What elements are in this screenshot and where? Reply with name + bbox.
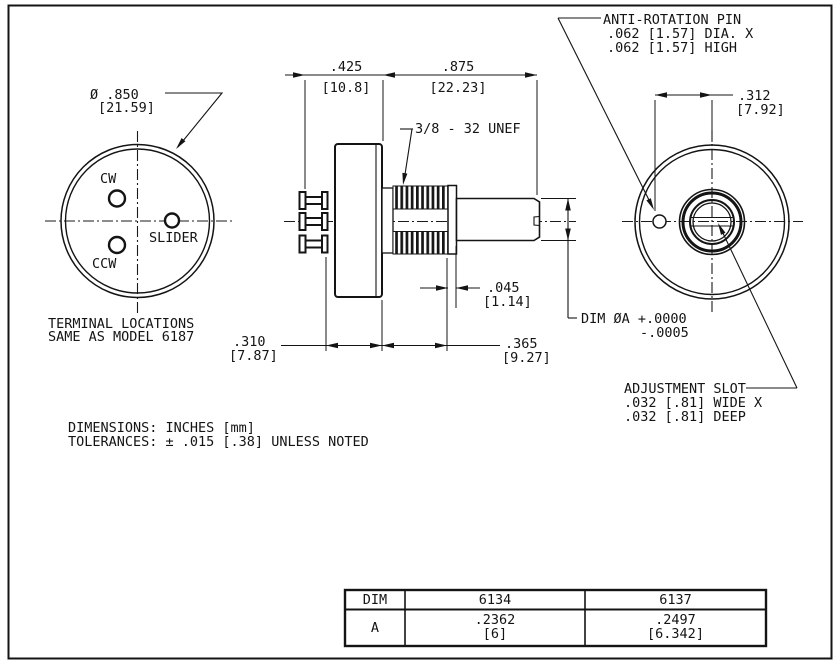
- terminal-hole-cw: [107, 189, 127, 208]
- anti-rotation-pin-circle: [652, 214, 667, 229]
- bushing-neck: [381, 187, 394, 254]
- dim-045: .045 [1.14]: [420, 246, 532, 310]
- pin-ccw: [298, 234, 329, 254]
- table-a-6134-mm: [6]: [483, 626, 507, 642]
- label-cw: CW: [100, 171, 117, 187]
- table-a-6137-mm: [6.342]: [647, 626, 704, 642]
- side-view: 3/8 - 32 UNEF .425 [10.8] .875 [22.23]: [229, 59, 689, 366]
- table-row-a-label: A: [371, 620, 379, 636]
- thread-relief-collar: [447, 184, 458, 255]
- table-border: [343, 588, 768, 648]
- dim-312: .312 [7.92]: [654, 88, 785, 211]
- dim-table: DIM 6134 6137 A .2362 [6] .2497 [6.342]: [343, 588, 768, 648]
- rear-outer-circle: [634, 144, 790, 300]
- anti-rotation-callout: ANTI-ROTATION PIN .062 [1.57] DIA. X .06…: [557, 12, 753, 210]
- front-outer-circle: [60, 143, 215, 299]
- slot-note-2: .032 [.81] WIDE X: [624, 395, 762, 411]
- table-a-6137-in: .2497: [655, 612, 696, 628]
- bushing-ring-thick: [681, 191, 743, 253]
- front-inner-circle: [64, 148, 211, 294]
- thread-leader-arrow: [402, 172, 408, 185]
- terminal-note-1: TERMINAL LOCATIONS: [48, 316, 194, 332]
- front-dia-text: Ø .850: [90, 87, 139, 103]
- general-notes: DIMENSIONS: INCHES [mm] TOLERANCES: ± .0…: [68, 420, 369, 450]
- front-view: CW SLIDER CCW Ø .850 [21.59] TERMINAL LO…: [45, 87, 232, 345]
- shaft-slot-notch: [533, 215, 540, 227]
- bushing-ring-outer: [678, 188, 746, 256]
- pin-note-3: .062 [1.57] HIGH: [607, 40, 737, 56]
- thread-spec-text: 3/8 - 32 UNEF: [415, 121, 521, 137]
- shaft-chamfer-circle: [692, 202, 732, 242]
- dim-a-text-1: DIM ØA +.0000: [581, 311, 687, 327]
- adjustment-slot-callout: ADJUSTMENT SLOT .032 [.81] WIDE X .032 […: [624, 223, 798, 425]
- dim-312-text: .312: [738, 88, 771, 104]
- sheet-border: [7, 4, 833, 660]
- terminal-note-2: SAME AS MODEL 6187: [48, 329, 194, 345]
- dim-425-text: .425: [330, 59, 363, 75]
- dim-425-mm-text: [10.8]: [322, 80, 371, 96]
- dim-875-mm-text: [22.23]: [430, 80, 487, 96]
- note-dimensions: DIMENSIONS: INCHES [mm]: [68, 420, 255, 436]
- thread-leader-d: [403, 128, 413, 182]
- pin-slider: [298, 212, 329, 231]
- body-outline: [334, 143, 383, 298]
- dim-365-mm-text: [9.27]: [502, 350, 551, 366]
- dim-bottom: .310 [7.87] .365 [9.27]: [229, 257, 551, 366]
- dim-a-text-2: -.0005: [640, 325, 689, 341]
- note-tolerances: TOLERANCES: ± .015 [.38] UNLESS NOTED: [68, 434, 369, 450]
- thread-band-top: [392, 185, 449, 210]
- label-slider: SLIDER: [149, 230, 199, 246]
- rear-view: ANTI-ROTATION PIN .062 [1.57] DIA. X .06…: [557, 12, 803, 425]
- terminal-hole-ccw: [107, 235, 127, 255]
- rear-inner-circle: [638, 148, 786, 296]
- shaft-outline: [455, 197, 541, 242]
- thread-band-bottom: [392, 231, 449, 255]
- table-header-6137: 6137: [659, 592, 692, 608]
- slot-note-3: .032 [.81] DEEP: [624, 409, 746, 425]
- dim-312-mm-text: [7.92]: [736, 102, 785, 118]
- terminal-hole-slider: [163, 212, 181, 229]
- label-ccw: CCW: [92, 256, 117, 272]
- pin-cw: [298, 191, 329, 210]
- pin-note-2: .062 [1.57] DIA. X: [607, 26, 753, 42]
- dim-shaft-a: DIM ØA +.0000 -.0005: [541, 198, 689, 341]
- table-header-6134: 6134: [479, 592, 512, 608]
- table-a-6134-in: .2362: [475, 612, 516, 628]
- front-dia-leader: [165, 92, 224, 148]
- dim-top: .425 [10.8] .875 [22.23]: [285, 59, 538, 195]
- dim-310-mm-text: [7.87]: [229, 348, 278, 364]
- dim-310-text: .310: [233, 334, 266, 350]
- front-dia-mm-text: [21.59]: [98, 100, 155, 116]
- side-pins: [298, 191, 329, 254]
- slot-note-1: ADJUSTMENT SLOT: [624, 381, 746, 397]
- shaft-end-circle: [689, 199, 735, 245]
- dim-045-mm-text: [1.14]: [483, 294, 532, 310]
- dim-045-text: .045: [487, 280, 520, 296]
- table-header-dim: DIM: [363, 592, 387, 608]
- front-dia-arrow: [176, 138, 186, 149]
- dim-365-text: .365: [505, 336, 538, 352]
- dim-875-text: .875: [442, 59, 475, 75]
- pin-note-1: ANTI-ROTATION PIN: [603, 12, 741, 28]
